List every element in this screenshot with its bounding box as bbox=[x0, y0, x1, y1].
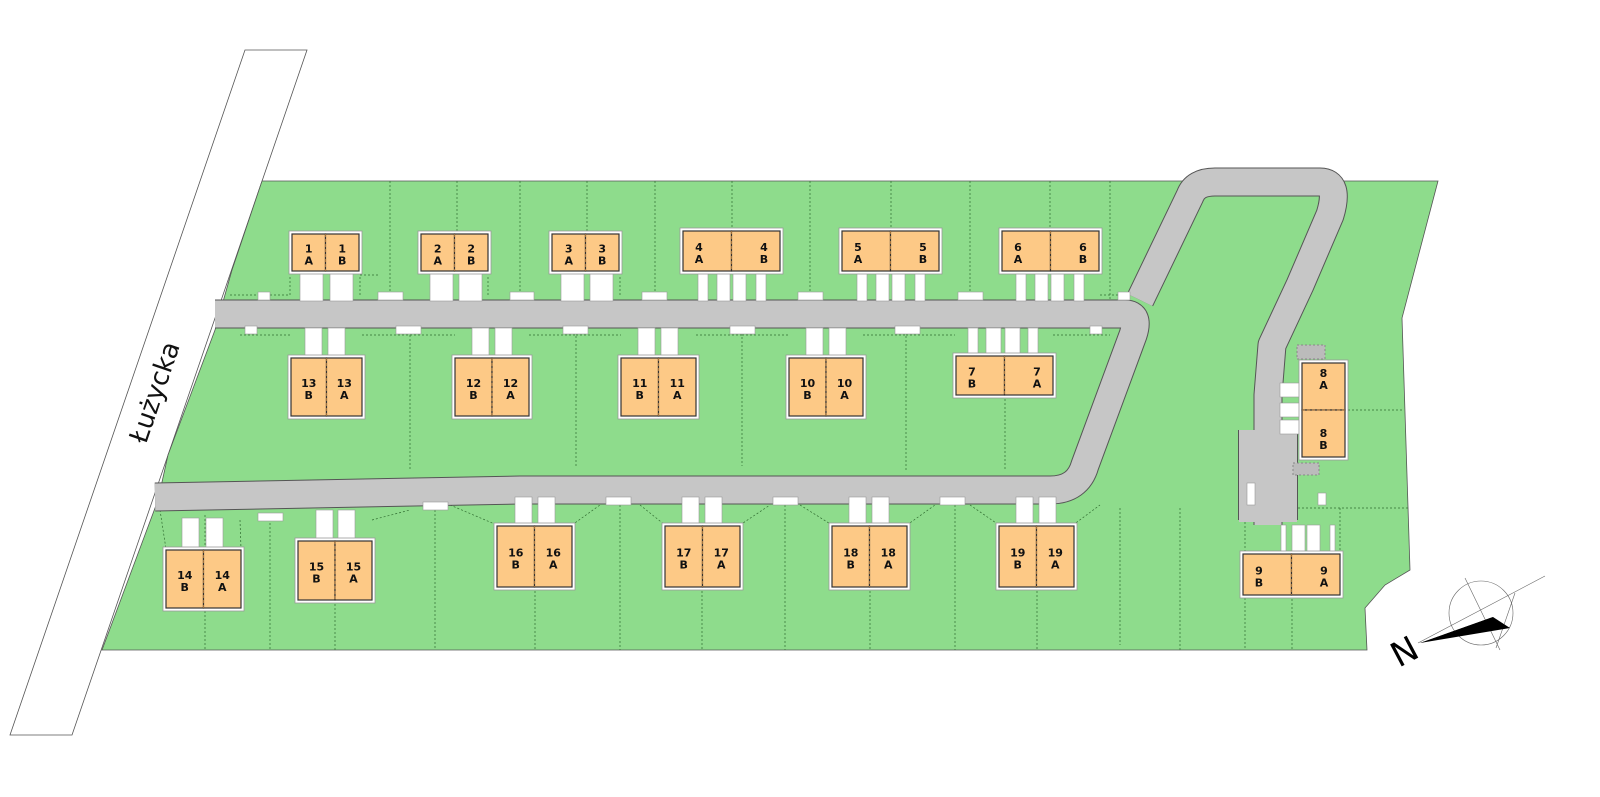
unit-17a[interactable] bbox=[701, 525, 741, 588]
unit-4b[interactable] bbox=[730, 230, 781, 272]
unit-13a[interactable] bbox=[325, 357, 363, 417]
unit-12b[interactable] bbox=[454, 357, 493, 417]
unit-9a[interactable] bbox=[1290, 553, 1341, 596]
unit-7a[interactable] bbox=[1003, 355, 1054, 396]
unit-10b[interactable] bbox=[788, 357, 827, 417]
unit-15a[interactable] bbox=[334, 540, 373, 601]
unit-1a[interactable] bbox=[291, 233, 327, 272]
unit-18b[interactable] bbox=[831, 525, 871, 588]
unit-11b[interactable] bbox=[620, 357, 660, 417]
unit-5b[interactable] bbox=[889, 230, 940, 272]
unit-13b[interactable] bbox=[290, 357, 328, 417]
unit-17b[interactable] bbox=[664, 525, 704, 588]
unit-16a[interactable] bbox=[533, 525, 573, 588]
internal-roads bbox=[154, 167, 1348, 525]
unit-8a[interactable] bbox=[1301, 362, 1346, 411]
unit-1b[interactable] bbox=[324, 233, 360, 272]
unit-3a[interactable] bbox=[551, 233, 587, 272]
unit-8b[interactable] bbox=[1301, 409, 1346, 458]
unit-2b[interactable] bbox=[453, 233, 489, 272]
unit-6a[interactable] bbox=[1001, 230, 1052, 272]
compass-north-label: N bbox=[1384, 629, 1425, 676]
unit-3b[interactable] bbox=[584, 233, 620, 272]
street-lużycka bbox=[9, 49, 308, 736]
unit-19a[interactable] bbox=[1035, 525, 1075, 588]
unit-7b[interactable] bbox=[955, 355, 1006, 396]
unit-18a[interactable] bbox=[868, 525, 908, 588]
unit-14a[interactable] bbox=[202, 549, 242, 609]
unit-11a[interactable] bbox=[657, 357, 697, 417]
driveways bbox=[181, 271, 1336, 554]
unit-16b[interactable] bbox=[496, 525, 536, 588]
unit-2a[interactable] bbox=[420, 233, 456, 272]
unit-4a[interactable] bbox=[682, 230, 733, 272]
unit-15b[interactable] bbox=[297, 540, 336, 601]
compass-rose: N bbox=[1384, 575, 1546, 676]
plot-boundaries bbox=[159, 181, 1410, 650]
unit-6b[interactable] bbox=[1049, 230, 1100, 272]
unit-12a[interactable] bbox=[491, 357, 530, 417]
unit-9b[interactable] bbox=[1242, 553, 1293, 596]
unit-5a[interactable] bbox=[841, 230, 892, 272]
unit-10a[interactable] bbox=[825, 357, 864, 417]
unit-19b[interactable] bbox=[998, 525, 1038, 588]
unit-14b[interactable] bbox=[165, 549, 205, 609]
